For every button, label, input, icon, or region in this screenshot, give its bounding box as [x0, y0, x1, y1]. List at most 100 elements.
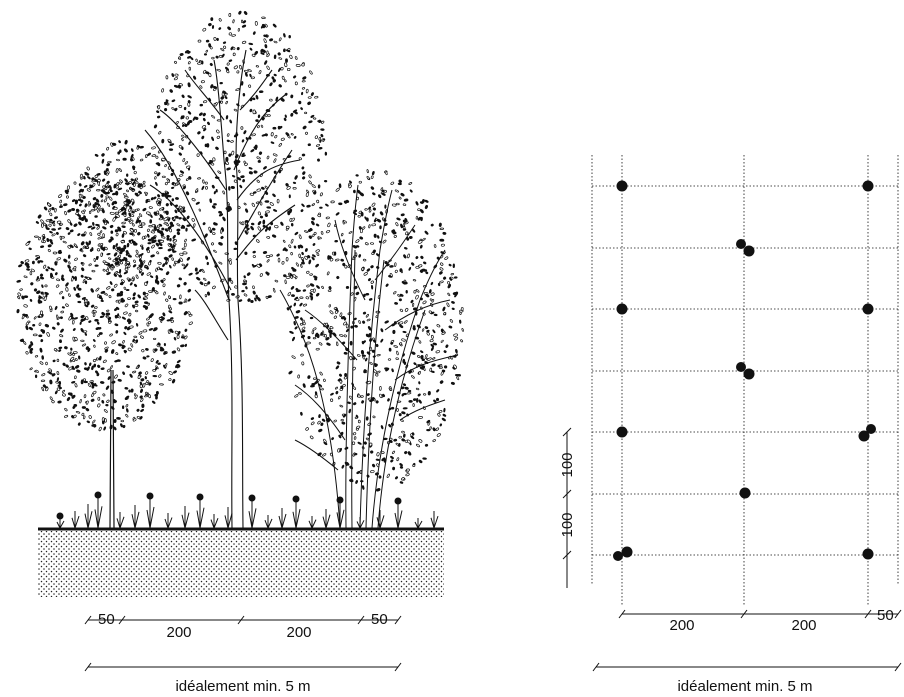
leaf-mark — [357, 354, 361, 357]
leaf-mark — [453, 364, 457, 369]
leaf-mark — [310, 295, 314, 301]
leaf-mark — [293, 135, 297, 139]
leaf-mark — [66, 396, 71, 402]
leaf-mark — [354, 324, 358, 328]
leaf-mark — [252, 31, 256, 35]
leaf-mark — [118, 254, 121, 258]
leaf-mark — [63, 258, 68, 263]
leaf-mark — [386, 473, 390, 478]
leaf-mark — [134, 192, 139, 197]
leaf-mark — [129, 373, 133, 378]
leaf-mark — [107, 160, 112, 164]
leaf-mark — [148, 206, 153, 209]
leaf-mark — [145, 371, 149, 375]
leaf-mark — [127, 254, 132, 258]
leaf-mark — [130, 157, 134, 162]
leaf-mark — [181, 94, 185, 99]
leaf-mark — [278, 142, 283, 147]
leaf-mark — [42, 240, 46, 244]
leaf-mark — [290, 252, 293, 256]
leaf-mark — [397, 294, 401, 298]
leaf-mark — [93, 424, 97, 428]
leaf-mark — [264, 213, 268, 217]
leaf-mark — [399, 268, 403, 273]
leaf-mark — [246, 227, 250, 231]
leaf-mark — [45, 387, 49, 392]
leaf-mark — [399, 463, 403, 467]
leaf-mark — [208, 72, 212, 78]
leaf-mark — [358, 254, 362, 258]
leaf-mark — [91, 310, 95, 314]
leaf-mark — [34, 355, 39, 358]
leaf-mark — [340, 258, 345, 262]
leaf-mark — [329, 257, 334, 262]
leaf-mark — [105, 404, 109, 407]
leaf-mark — [170, 172, 174, 177]
leaf-mark — [144, 301, 149, 305]
leaf-mark — [359, 236, 364, 240]
leaf-mark — [305, 296, 310, 300]
leaf-mark — [119, 261, 123, 265]
leaf-mark — [315, 144, 321, 147]
leaf-mark — [207, 121, 210, 126]
leaf-mark — [67, 245, 71, 249]
leaf-mark — [83, 380, 88, 384]
leaf-mark — [403, 198, 409, 202]
leaf-mark — [218, 18, 222, 22]
leaf-mark — [88, 320, 92, 323]
leaf-mark — [142, 207, 147, 212]
leaf-mark — [56, 322, 60, 326]
leaf-mark — [402, 203, 407, 206]
leaf-mark — [338, 183, 342, 189]
leaf-mark — [406, 392, 412, 395]
ground-plant — [224, 507, 233, 529]
leaf-mark — [415, 294, 419, 300]
leaf-mark — [129, 219, 134, 224]
leaf-mark — [57, 400, 62, 404]
leaf-mark — [319, 139, 322, 143]
leaf-mark — [155, 267, 158, 272]
leaf-mark — [447, 292, 451, 297]
leaf-mark — [248, 84, 252, 88]
leaf-mark — [404, 451, 408, 455]
leaf-mark — [48, 208, 52, 213]
leaf-mark — [123, 196, 129, 199]
leaf-mark — [399, 466, 404, 469]
leaf-mark — [310, 417, 315, 420]
leaf-mark — [455, 348, 458, 354]
leaf-mark — [269, 98, 273, 102]
leaf-mark — [135, 274, 139, 279]
leaf-mark — [39, 273, 44, 277]
leaf-mark — [72, 319, 75, 325]
leaf-mark — [220, 47, 225, 52]
leaf-mark — [139, 264, 143, 268]
leaf-mark — [442, 413, 447, 417]
tree-position — [862, 548, 874, 560]
leaf-mark — [256, 156, 261, 160]
leaf-mark — [445, 344, 449, 348]
leaf-mark — [223, 150, 227, 155]
leaf-mark — [171, 181, 175, 186]
leaf-mark — [154, 171, 158, 175]
leaf-mark — [293, 320, 296, 326]
leaf-mark — [366, 318, 371, 322]
leaf-mark — [197, 39, 202, 43]
leaf-mark — [232, 52, 236, 57]
leaf-mark — [120, 419, 125, 423]
leaf-mark — [134, 300, 139, 304]
leaf-mark — [436, 433, 441, 437]
leaf-mark — [365, 416, 369, 421]
leaf-mark — [139, 416, 143, 420]
leaf-mark — [228, 59, 233, 62]
leaf-mark — [388, 423, 392, 428]
leaf-mark — [404, 217, 408, 222]
leaf-mark — [105, 195, 109, 199]
tree-position — [743, 245, 755, 257]
leaf-mark — [164, 228, 169, 232]
leaf-mark — [309, 435, 314, 440]
leaf-mark — [101, 399, 105, 404]
leaf-mark — [343, 321, 347, 326]
leaf-mark — [321, 138, 325, 142]
leaf-mark — [384, 204, 387, 209]
leaf-mark — [58, 249, 62, 254]
